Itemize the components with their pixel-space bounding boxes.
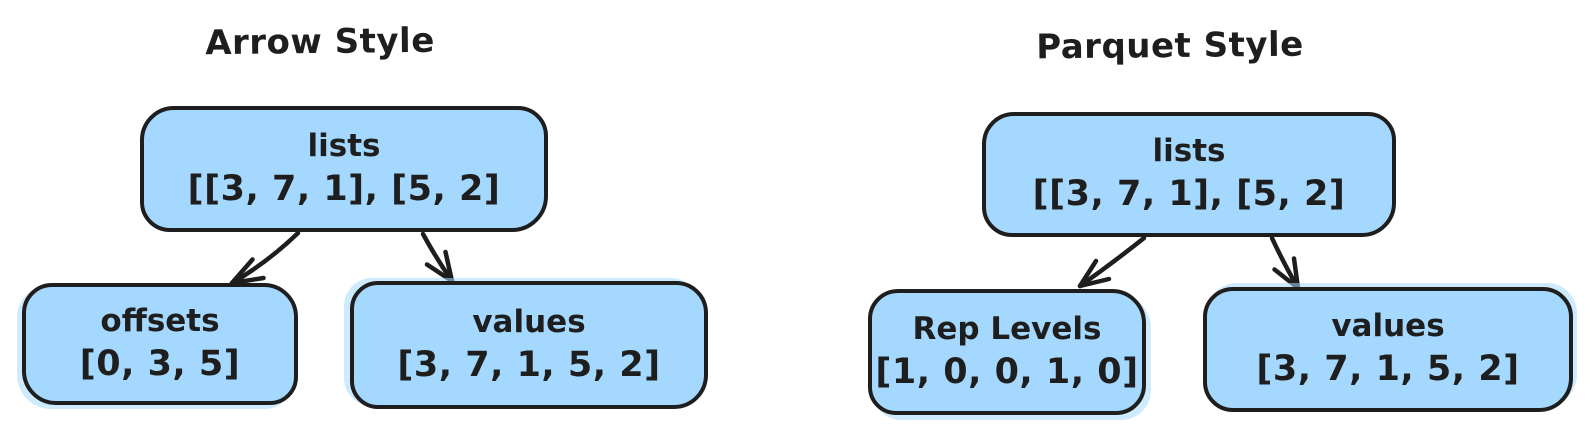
node-label: Rep Levels: [912, 310, 1102, 347]
diagram-title-parquet-style: Parquet Style: [1036, 24, 1304, 68]
node-label: values: [1331, 308, 1445, 345]
node-arrow-offsets: offsets [0, 3, 5]: [22, 283, 298, 405]
node-value: [0, 3, 5]: [79, 343, 241, 384]
node-parquet-values: values [3, 7, 1, 5, 2]: [1203, 287, 1573, 412]
arrow-lists-to-offsets-icon: [229, 230, 301, 286]
node-label: lists: [1152, 133, 1226, 170]
node-label: values: [472, 303, 586, 340]
node-label: offsets: [100, 302, 220, 339]
node-value: [[3, 7, 1], [5, 2]: [1032, 174, 1346, 214]
node-parquet-lists: lists [[3, 7, 1], [5, 2]: [982, 112, 1396, 237]
node-label: lists: [307, 127, 381, 164]
node-value: [3, 7, 1, 5, 2]: [1256, 349, 1520, 389]
node-value: [[3, 7, 1], [5, 2]: [187, 168, 501, 209]
node-parquet-rep-levels: Rep Levels [1, 0, 0, 1, 0]: [868, 289, 1146, 415]
node-value: [3, 7, 1, 5, 2]: [397, 344, 661, 385]
diagram-title-arrow-style: Arrow Style: [204, 20, 435, 64]
node-value: [1, 0, 0, 1, 0]: [875, 351, 1139, 392]
arrow-lists-to-values-right-icon: [1269, 235, 1301, 291]
arrow-lists-to-rep-levels-icon: [1077, 235, 1147, 289]
node-arrow-values: values [3, 7, 1, 5, 2]: [350, 281, 708, 409]
node-arrow-lists: lists [[3, 7, 1], [5, 2]: [140, 106, 548, 232]
arrow-lists-to-values-left-icon: [420, 231, 455, 284]
